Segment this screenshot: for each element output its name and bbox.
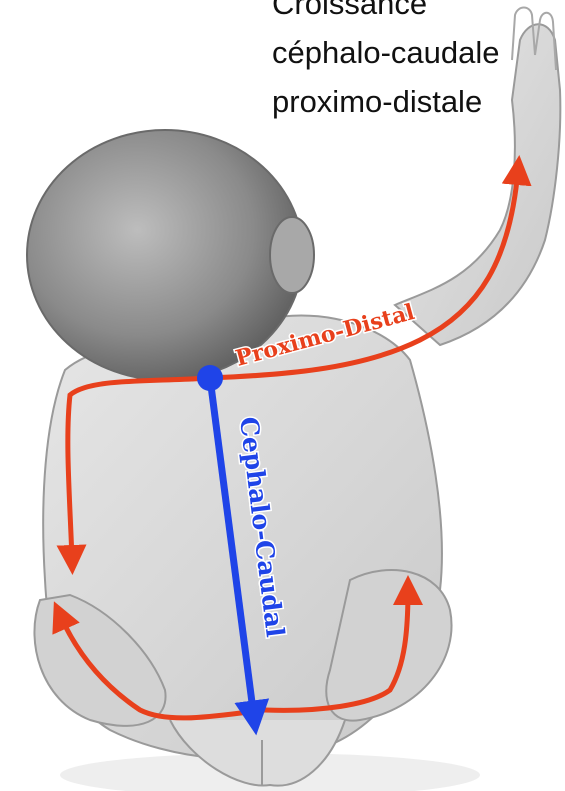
- title-line-3: proximo-distale: [272, 84, 482, 119]
- baby-ear: [270, 217, 314, 293]
- title-line-2: céphalo-caudale: [272, 35, 500, 70]
- cephalo-caudal-origin-dot: [197, 365, 223, 391]
- title-line-1: Croissance: [272, 0, 427, 21]
